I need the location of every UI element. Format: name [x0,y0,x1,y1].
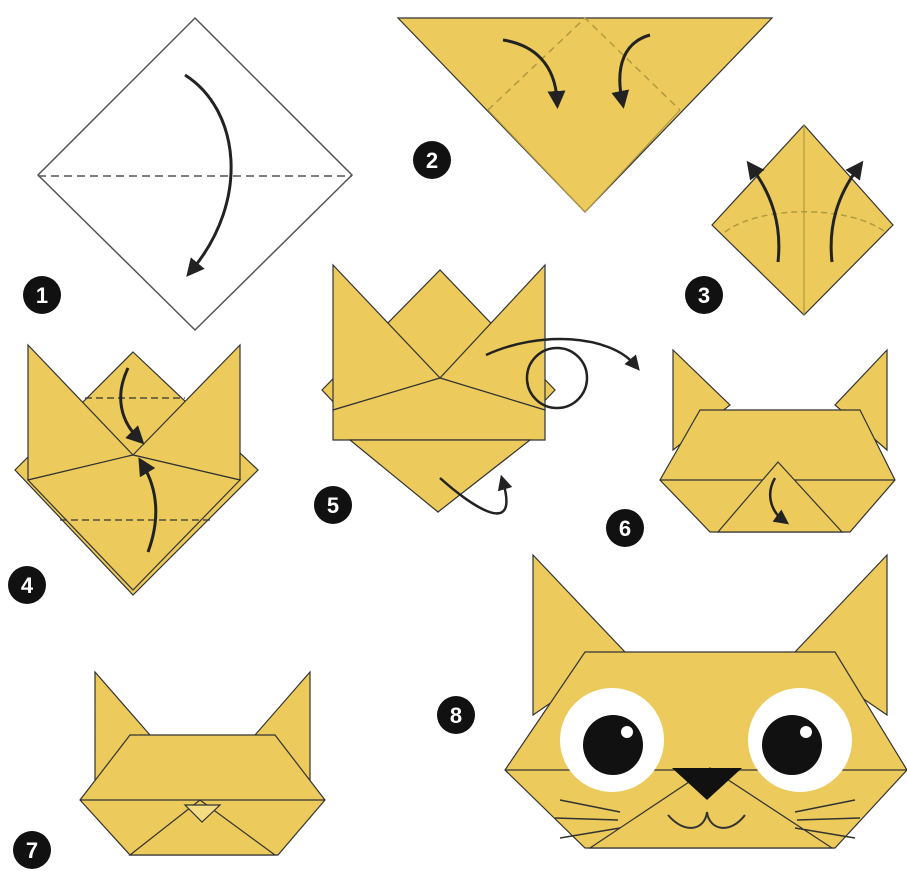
step-badge-3: 3 [685,276,723,314]
step-badge-8: 8 [437,696,475,734]
step-5-chin [350,440,530,512]
step-4-body [28,455,240,590]
step-8-right-eye-shine [800,726,812,738]
step-8-left-eye-shine [621,726,633,738]
step-6-diagram [660,350,895,532]
step-1-square [38,18,352,330]
step-badge-7: 7 [13,831,51,869]
step-badge-5: 5 [314,486,352,524]
step-2-diagram [398,18,772,212]
step-8-diagram [505,555,907,848]
step-number: 6 [619,516,631,541]
step-1-diagram [38,18,352,330]
step-3-diamond [712,125,893,315]
step-number: 8 [450,703,462,728]
step-4-diagram [15,345,258,595]
step-badge-4: 4 [8,566,46,604]
step-2-triangle [398,18,772,212]
step-badge-1: 1 [23,276,61,314]
step-7-diagram [80,672,325,855]
step-number: 3 [698,283,710,308]
step-5-diagram [322,265,635,513]
step-number: 7 [26,838,38,863]
step-number: 5 [327,493,339,518]
step-number: 1 [36,283,48,308]
step-8-left-pupil [583,715,643,775]
step-badge-2: 2 [413,141,451,179]
step-number: 4 [21,573,34,598]
step-number: 2 [426,148,438,173]
step-3-diagram [712,125,893,315]
step-badge-6: 6 [606,509,644,547]
step-8-right-pupil [762,715,822,775]
